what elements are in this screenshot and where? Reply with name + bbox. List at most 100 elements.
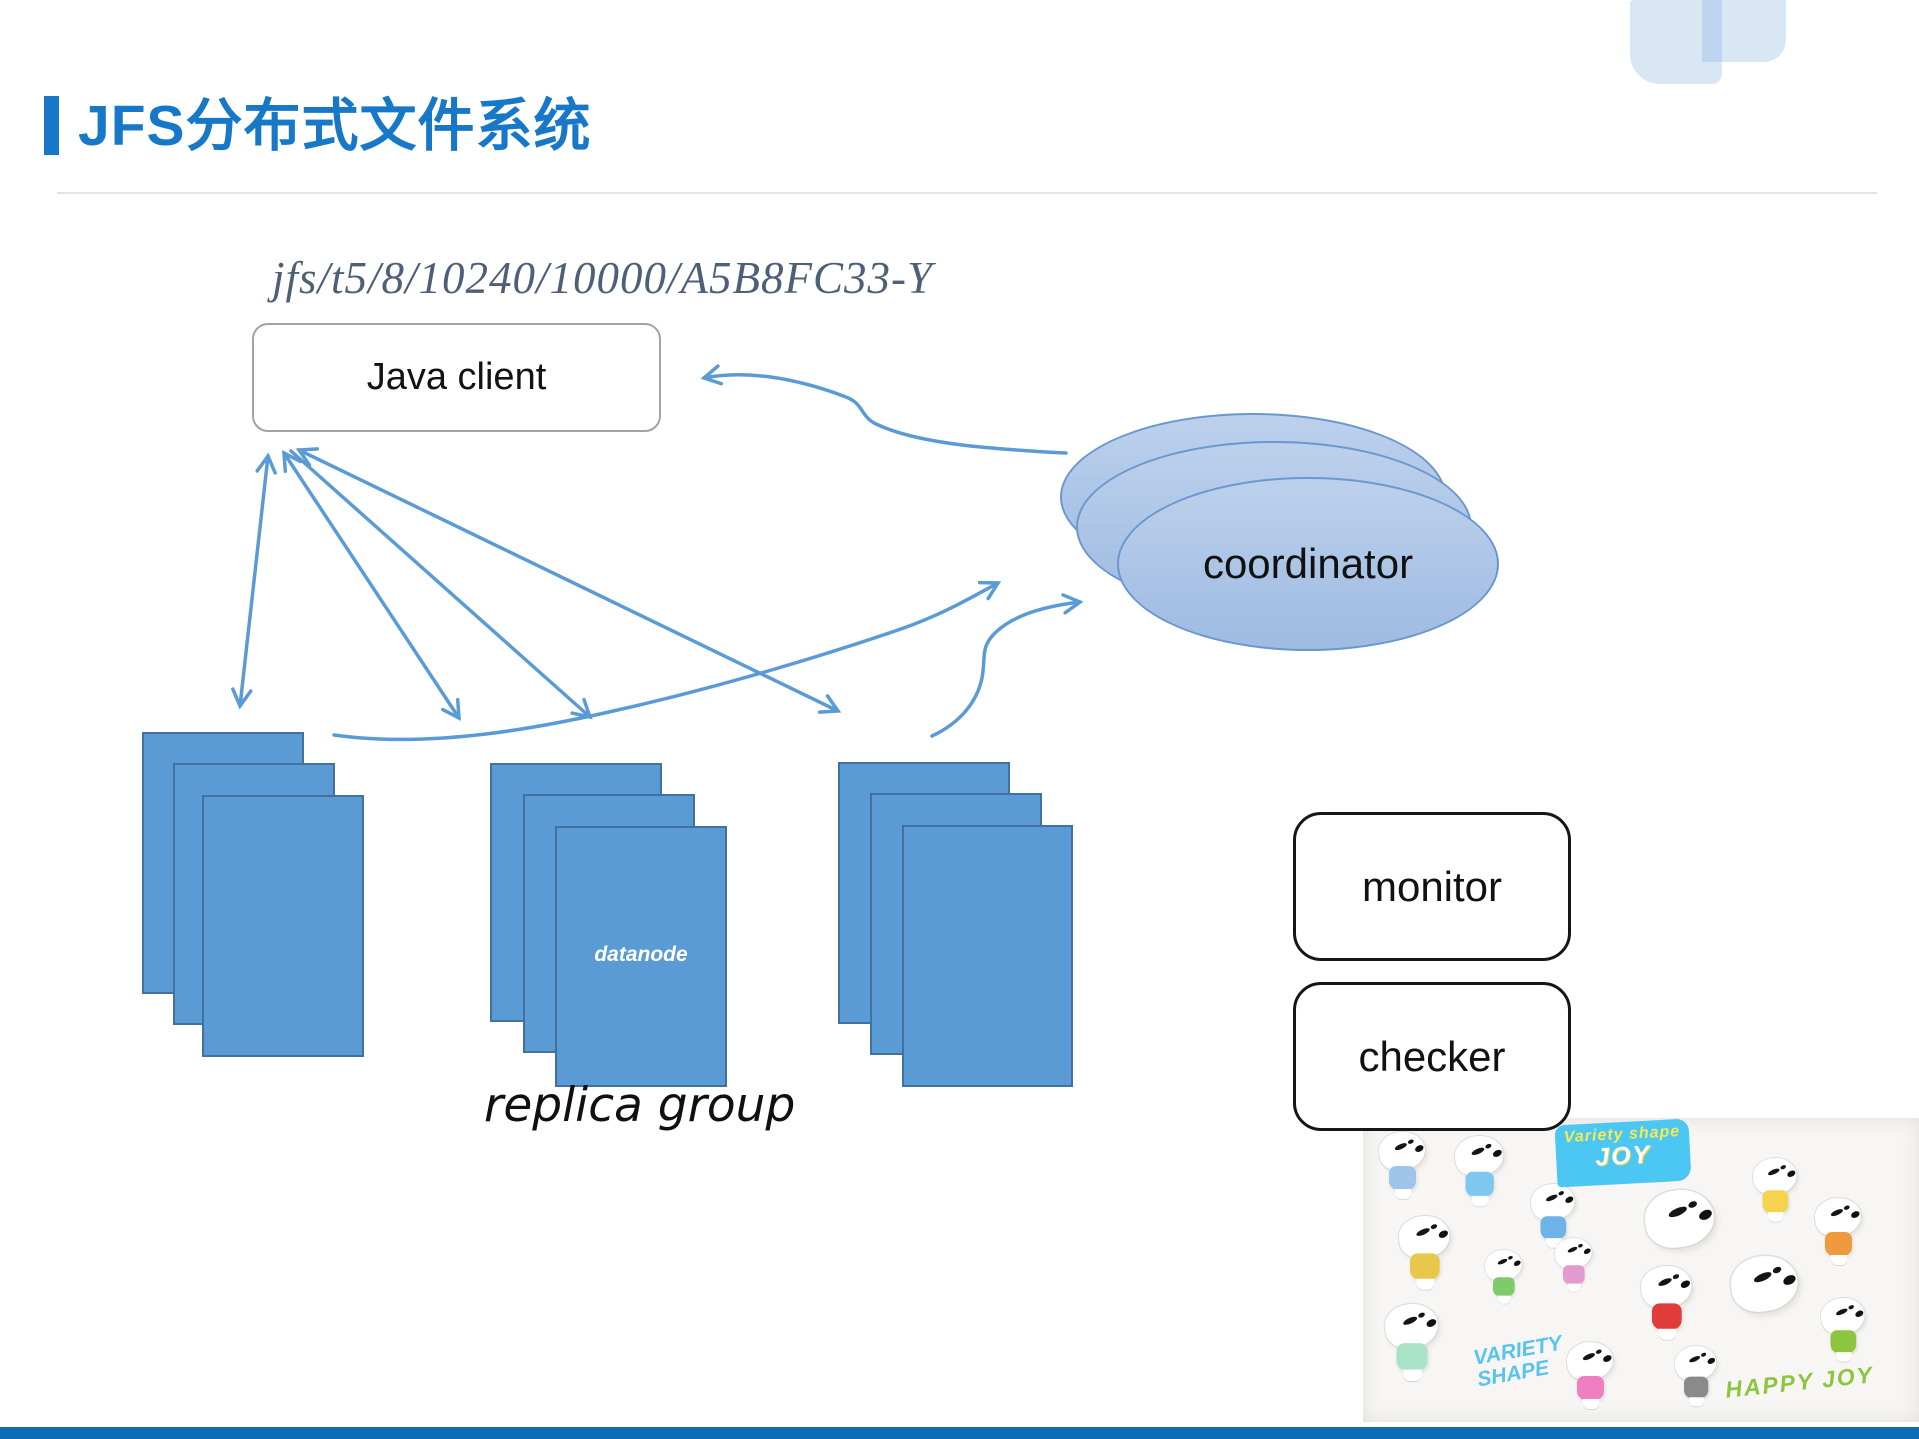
mascot-eye: [1470, 1146, 1486, 1157]
mascot-eye: [1407, 1138, 1415, 1145]
mascot-shirt: [1396, 1343, 1428, 1371]
mascot-shirt: [1762, 1190, 1789, 1214]
mascot-eye: [1557, 1190, 1565, 1197]
mascot-nose: [1786, 1169, 1797, 1179]
arrow-coordinator-client: [700, 364, 1068, 455]
mascot-eye: [1577, 1243, 1584, 1249]
corner-decoration-overlap: [1702, 0, 1722, 62]
joy-mascot: [1452, 1132, 1508, 1214]
file-path-label: jfs/t5/8/10240/10000/A5B8FC33-Y: [272, 253, 934, 303]
datanode-sheet: [202, 795, 364, 1057]
mascot-eye: [1688, 1354, 1701, 1364]
mascot-nose: [1491, 1148, 1503, 1159]
arrow-replica3-coordinator: [930, 593, 1084, 738]
joy-mascot: [1818, 1295, 1869, 1368]
mascot-legs: [1567, 1283, 1581, 1292]
joy-mascot: [1553, 1235, 1595, 1297]
joy-speech-bubble: Variety shape JOY: [1554, 1118, 1692, 1188]
mascot-legs: [1497, 1295, 1511, 1304]
mascot-eye: [1847, 1304, 1855, 1311]
mascot-legs: [1689, 1397, 1704, 1407]
mascot-nose: [1413, 1143, 1425, 1154]
mascot-eye: [1545, 1193, 1559, 1203]
arrow-client-replica3: [295, 447, 842, 714]
arrow-client-replica1: [231, 452, 277, 710]
mascot-nose: [1854, 1309, 1865, 1319]
mascot-eye: [1595, 1348, 1603, 1355]
mascot-nose: [1425, 1317, 1438, 1329]
caption-happy-joy: HAPPY JOY: [1724, 1361, 1876, 1403]
mascot-shirt: [1652, 1303, 1682, 1330]
mascot-legs: [1416, 1278, 1435, 1290]
mascot-shirt: [1410, 1253, 1440, 1280]
mascot-legs: [1471, 1195, 1489, 1207]
java-client-node: Java client: [252, 323, 661, 432]
page-title: JFS分布式文件系统: [78, 94, 592, 158]
mascot-shirt: [1465, 1171, 1494, 1197]
joy-mascot: [1672, 1343, 1720, 1413]
mascot-eye: [1779, 1164, 1787, 1171]
mascot-eye: [1566, 1245, 1579, 1254]
joy-mascot: [1376, 1128, 1429, 1206]
datanode-label: datanode: [594, 943, 688, 966]
datanode-sheet: [902, 825, 1073, 1087]
mascot-shirt: [1684, 1376, 1709, 1399]
sticker-sheet-image: Variety shape JOY VARIETY SHAPE HAPPY JO…: [1363, 1118, 1919, 1422]
joy-mascot: [1483, 1247, 1525, 1309]
mascot-eye: [1507, 1255, 1514, 1261]
mascot-legs: [1403, 1369, 1422, 1382]
mascot-eye: [1484, 1142, 1493, 1150]
mascot-nose: [1849, 1209, 1861, 1220]
monitor-label: monitor: [1361, 862, 1503, 910]
mascot-nose: [1601, 1353, 1613, 1364]
mascot-eye: [1771, 1265, 1783, 1275]
joy-mascot: [1727, 1251, 1804, 1363]
arrow-replica1-coordinator: [332, 580, 1002, 742]
title-separator: [57, 192, 1877, 194]
mascot-legs: [1836, 1352, 1852, 1362]
arrow-client-mid: [289, 449, 593, 720]
mascot-legs: [1583, 1399, 1599, 1409]
mascot-eye: [1672, 1273, 1680, 1281]
checker-node: checker: [1293, 982, 1571, 1131]
joy-mascot: [1750, 1155, 1801, 1228]
mascot-eye: [1581, 1351, 1596, 1362]
mascot-shirt: [1540, 1216, 1567, 1240]
coordinator-label: coordinator: [1202, 540, 1414, 587]
joy-mascot: [1382, 1300, 1443, 1389]
mascot-legs: [1658, 1328, 1677, 1340]
mascot-head: [1641, 1185, 1718, 1252]
mascot-nose: [1512, 1259, 1522, 1268]
mascot-shirt: [1825, 1232, 1852, 1256]
mascot-nose: [1781, 1273, 1798, 1287]
mascot-eye: [1417, 1311, 1426, 1319]
mascot-head: [1727, 1251, 1802, 1316]
mascot-shirt: [1830, 1330, 1857, 1354]
mascot-legs: [1768, 1212, 1784, 1222]
replica-group-label: replica group: [484, 1078, 796, 1133]
checker-label: checker: [1358, 1032, 1506, 1080]
mascot-eye: [1402, 1315, 1419, 1327]
mascot-shirt: [1389, 1166, 1416, 1190]
mascot-shirt: [1493, 1277, 1515, 1297]
mascot-shirt: [1577, 1376, 1604, 1400]
mascot-eye: [1767, 1167, 1781, 1177]
bottom-accent-bar: [0, 1427, 1919, 1439]
monitor-node: monitor: [1293, 812, 1571, 961]
mascot-eye: [1667, 1204, 1689, 1220]
mascot-shirt: [1563, 1265, 1585, 1285]
mascot-nose: [1437, 1228, 1450, 1240]
caption-variety-shape: VARIETY SHAPE: [1471, 1331, 1564, 1392]
mascot-nose: [1582, 1247, 1592, 1256]
joy-mascot: [1564, 1338, 1617, 1416]
java-client-label: Java client: [366, 356, 547, 398]
mascot-eye: [1496, 1257, 1509, 1266]
mascot-legs: [1395, 1189, 1411, 1199]
mascot-eye: [1752, 1270, 1773, 1285]
mascot-eye: [1843, 1204, 1851, 1211]
mascot-eye: [1657, 1276, 1673, 1288]
joy-mascot: [1812, 1194, 1865, 1272]
mascot-eye: [1835, 1307, 1849, 1317]
mascot-eye: [1829, 1207, 1844, 1218]
title-accent-bar: [44, 96, 59, 155]
